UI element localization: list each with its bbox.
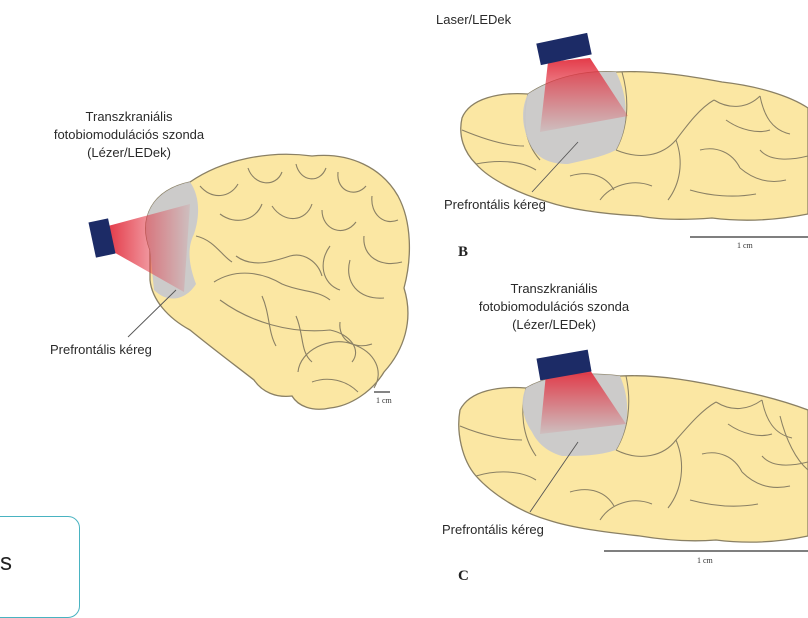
brain-c-outline [459,374,808,542]
region-label-b: Prefrontális kéreg [444,196,546,214]
scale-label-c: 1 cm [697,556,713,565]
figure-canvas [0,0,808,586]
callout-text: s [0,550,12,576]
scale-label-a: 1 cm [376,396,392,405]
probe-label-a: Transzkraniális fotobiomodulációs szonda… [8,108,250,162]
scale-label-b: 1 cm [737,241,753,250]
region-label-a: Prefrontális kéreg [50,341,152,359]
panel-letter-b: B [458,244,468,261]
probe-label-b: Laser/LEDek [436,11,511,29]
callout-box [0,516,80,618]
region-label-c: Prefrontális kéreg [442,521,544,539]
probe-a [88,218,115,257]
panel-letter-c: C [458,568,469,585]
light-beam-a [108,204,190,292]
probe-label-c: Transzkraniális fotobiomodulációs szonda… [432,280,676,334]
panel-a-human-brain [88,154,409,409]
